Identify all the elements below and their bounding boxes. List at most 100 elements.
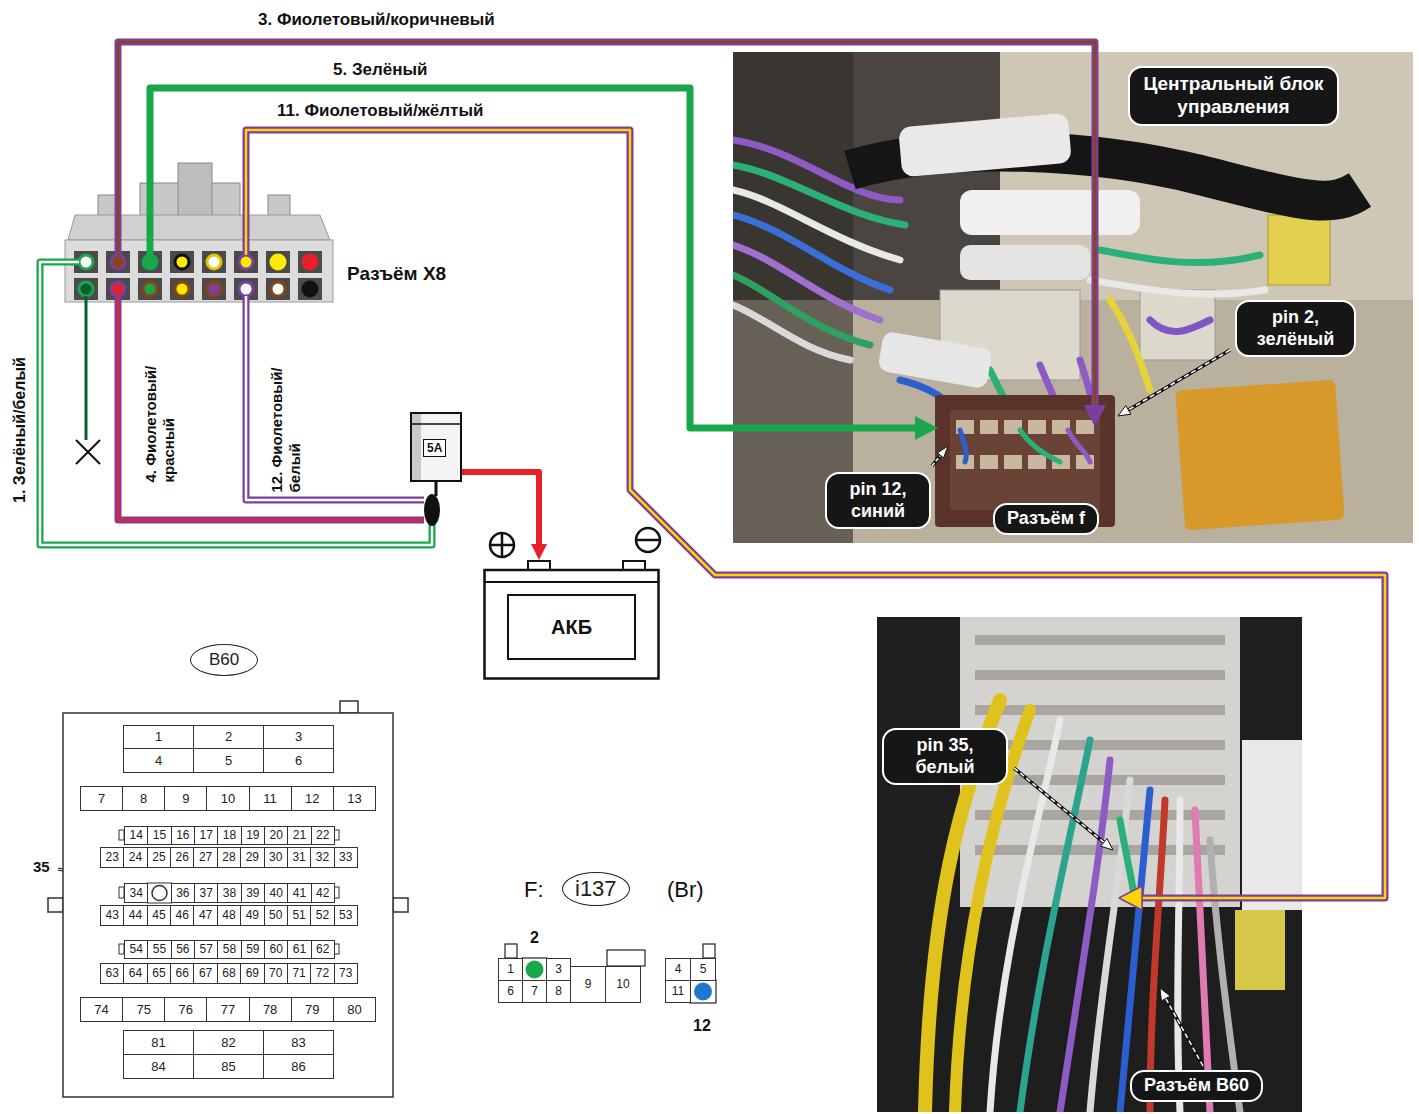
battery-symbol: АКБ — [483, 560, 660, 680]
pin-number: 80 — [333, 997, 376, 1022]
pin-number: 60 — [264, 940, 288, 959]
wire-label: 12. Фиолетовый/ белый — [268, 348, 304, 493]
pin-number: 64 — [123, 963, 147, 984]
pin-number: 62 — [311, 940, 335, 959]
pin-number: 8 — [546, 980, 571, 1003]
pin-callout: pin 35, белый — [882, 728, 1008, 785]
callout-number: 2 — [530, 928, 539, 947]
pin-number: 59 — [241, 940, 265, 959]
pin-number: 11 — [665, 980, 691, 1003]
pin-number: 44 — [123, 905, 147, 926]
pin-number: 9 — [164, 786, 207, 811]
node-text: i137 — [575, 876, 617, 902]
pin-number: 68 — [217, 963, 241, 984]
arrow-head — [531, 544, 547, 560]
pin-number: 5 — [193, 748, 264, 773]
power-wire-line — [462, 472, 539, 544]
pin-callout: pin 12, синий — [825, 472, 931, 529]
pin-number: 18 — [217, 826, 241, 845]
pin-number: 51 — [287, 905, 311, 926]
pin-number: 1 — [498, 958, 523, 981]
pin-number: 34 — [124, 883, 148, 903]
power-wire — [462, 472, 547, 560]
connector-i137-drawing — [505, 944, 716, 1003]
callout-number: 12 — [693, 1016, 711, 1035]
wire-label: 1. Зелёный/белый — [10, 357, 29, 503]
pin-number: 72 — [310, 963, 334, 984]
pin-number: 47 — [193, 905, 217, 926]
node-text: Разъём f — [1007, 508, 1085, 530]
pin-number: 56 — [171, 940, 195, 959]
pin-number: 8 — [122, 786, 165, 811]
node-text: Центральный блок управления — [1141, 73, 1326, 119]
connector-id-oval: i137 — [562, 872, 630, 906]
pin-number: 16 — [171, 826, 195, 845]
pin-number: 54 — [124, 940, 148, 959]
leader-lines — [58, 350, 1230, 1066]
pin-number: 52 — [310, 905, 334, 926]
pin-number: 13 — [333, 786, 376, 811]
connector-name: Разъём X8 — [347, 263, 446, 286]
node-text: pin 2, зелёный — [1248, 307, 1343, 350]
pin-number: 50 — [264, 905, 288, 926]
connector-b60-drawing — [48, 701, 408, 1097]
pin-number: 14 — [124, 826, 148, 845]
pin-number: 9 — [570, 966, 606, 1003]
pin-number: 1 — [123, 725, 194, 749]
pin-number: 75 — [122, 997, 165, 1022]
pin-number: 2 — [193, 725, 264, 749]
connector-id-oval: B60 — [190, 644, 258, 676]
pin-number: 63 — [100, 963, 124, 984]
pin-number: 3 — [546, 958, 571, 981]
pin-number: 6 — [498, 980, 523, 1003]
connector-callout: Разъём f — [993, 503, 1099, 535]
pin-number: 10 — [605, 966, 641, 1003]
pin-number: 76 — [164, 997, 207, 1022]
pin-number: 27 — [193, 847, 217, 868]
pin-number: 10 — [206, 786, 249, 811]
node-text: Разъём B60 — [1144, 1075, 1249, 1097]
photo-central-unit — [733, 52, 1413, 543]
connector-x8 — [65, 163, 333, 302]
pin-number: 86 — [263, 1054, 334, 1079]
photo-connector-b60 — [877, 617, 1302, 1112]
connector-color-code: (Br) — [667, 877, 704, 903]
connector-prefix: F: — [524, 877, 544, 903]
pin-number: 7 — [522, 980, 547, 1003]
pin-number: 85 — [193, 1054, 264, 1079]
pin-number: 43 — [100, 905, 124, 926]
pin-number: 25 — [147, 847, 171, 868]
pin-number: 17 — [194, 826, 218, 845]
pin-number: 26 — [170, 847, 194, 868]
pin-callout: pin 2, зелёный — [1235, 300, 1356, 357]
pin-number: 28 — [217, 847, 241, 868]
wire-label: 4. Фиолетовый/ красный — [142, 338, 178, 483]
pin-number: 23 — [100, 847, 124, 868]
pin-number: 73 — [334, 963, 358, 984]
pin-number: 32 — [310, 847, 334, 868]
node-text: B60 — [209, 650, 239, 670]
pin-number: 24 — [123, 847, 147, 868]
connector-callout: Разъём B60 — [1130, 1070, 1263, 1102]
pin-number: 67 — [193, 963, 217, 984]
pin-number: 38 — [217, 883, 241, 903]
pin-number: 33 — [334, 847, 358, 868]
pin-number: 37 — [194, 883, 218, 903]
pin-number: 6 — [263, 748, 334, 773]
pin-number: 46 — [170, 905, 194, 926]
fuse-symbol: 5A — [410, 412, 462, 482]
pin-number: 83 — [263, 1030, 334, 1055]
pin-number: 58 — [217, 940, 241, 959]
pin-number: 7 — [80, 786, 123, 811]
pin-number: 70 — [264, 963, 288, 984]
pin-number: 4 — [665, 958, 691, 981]
pin-number: 11 — [249, 786, 292, 811]
node-text: 5A — [423, 439, 446, 457]
pin-number: 30 — [264, 847, 288, 868]
pin-number: 41 — [287, 883, 311, 903]
pin-number: 61 — [287, 940, 311, 959]
pin-number: 40 — [264, 883, 288, 903]
pin-number: 29 — [240, 847, 264, 868]
pin-number: 69 — [240, 963, 264, 984]
